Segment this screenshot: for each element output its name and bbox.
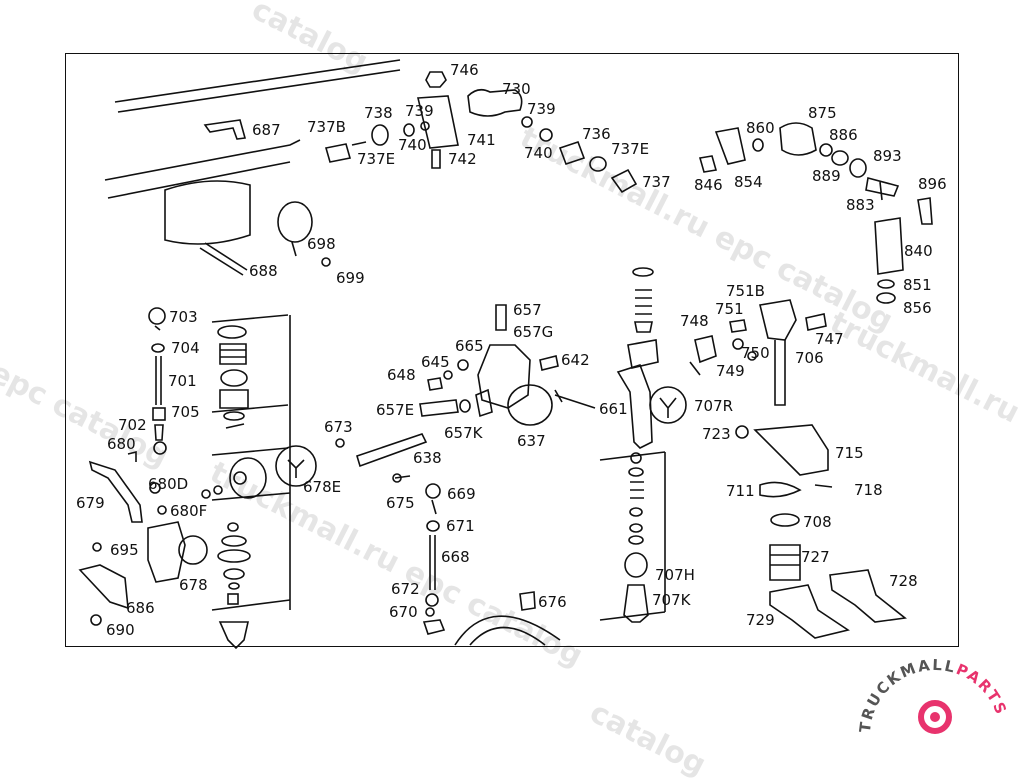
part-label: 665 <box>455 337 484 355</box>
part-label: 751B <box>726 282 765 300</box>
part-label: 739 <box>527 100 556 118</box>
truckmall-parts-logo: TRUCKMALLPARTS <box>856 656 1011 734</box>
part-label: 657 <box>513 301 542 319</box>
part-label: 675 <box>386 494 415 512</box>
part-label: 701 <box>168 372 197 390</box>
part-label: 671 <box>446 517 475 535</box>
part-label: 723 <box>702 425 731 443</box>
part-label: 680F <box>170 502 208 520</box>
part-label: 751 <box>715 300 744 318</box>
part-label: 705 <box>171 403 200 421</box>
part-label: 846 <box>694 176 723 194</box>
part-label: 678E <box>303 478 342 496</box>
part-label: 886 <box>829 126 858 144</box>
part-label: 706 <box>795 349 824 367</box>
part-label: 703 <box>169 308 198 326</box>
part-label: 657E <box>376 401 415 419</box>
part-label: 737B <box>307 118 346 136</box>
part-label: 707K <box>652 591 691 609</box>
part-label: 746 <box>450 61 479 79</box>
part-label: 728 <box>889 572 918 590</box>
part-label: 669 <box>447 485 476 503</box>
part-label: 680 <box>107 435 136 453</box>
part-label: 707H <box>655 566 695 584</box>
part-label: 679 <box>76 494 105 512</box>
part-label: 737E <box>357 150 396 168</box>
part-label: 688 <box>249 262 278 280</box>
part-label: 645 <box>421 353 450 371</box>
part-label: 670 <box>389 603 418 621</box>
part-label: 860 <box>746 119 775 137</box>
part-label: 680D <box>148 475 189 493</box>
part-label: 875 <box>808 104 837 122</box>
part-label: 708 <box>803 513 832 531</box>
part-label: 883 <box>846 196 875 214</box>
part-label: 676 <box>538 593 567 611</box>
part-label: 661 <box>599 400 628 418</box>
part-label: 711 <box>726 482 755 500</box>
part-label: 750 <box>741 344 770 362</box>
part-label: 730 <box>502 80 531 98</box>
part-label: 741 <box>467 131 496 149</box>
svg-text:TRUCKMALLPARTS: TRUCKMALLPARTS <box>856 656 1011 734</box>
parts-drawing <box>78 59 933 650</box>
part-label: 699 <box>336 269 365 287</box>
part-label: 740 <box>398 136 427 154</box>
part-label: 889 <box>812 167 841 185</box>
part-label: 672 <box>391 580 420 598</box>
part-label: 637 <box>517 432 546 450</box>
part-label: 673 <box>324 418 353 436</box>
part-label: 736 <box>582 125 611 143</box>
part-label: 657G <box>513 323 554 341</box>
part-label: 678 <box>179 576 208 594</box>
part-label: 840 <box>904 242 933 260</box>
part-label: 690 <box>106 621 135 639</box>
part-label: 729 <box>746 611 775 629</box>
part-label: 657K <box>444 424 483 442</box>
diagram-frame <box>65 53 959 647</box>
part-label: 687 <box>252 121 281 139</box>
part-label: 854 <box>734 173 763 191</box>
part-label: 851 <box>903 276 932 294</box>
part-label: 737 <box>642 173 671 191</box>
part-label: 695 <box>110 541 139 559</box>
part-label: 740 <box>524 144 553 162</box>
part-label: 747 <box>815 330 844 348</box>
part-label: 742 <box>448 150 477 168</box>
part-label: 715 <box>835 444 864 462</box>
part-label: 718 <box>854 481 883 499</box>
part-label: 686 <box>126 599 155 617</box>
part-label: 893 <box>873 147 902 165</box>
part-label: 738 <box>364 104 393 122</box>
part-label: 668 <box>441 548 470 566</box>
part-label: 702 <box>118 416 147 434</box>
part-label: 727 <box>801 548 830 566</box>
part-label: 739 <box>405 102 434 120</box>
part-label: 737E <box>611 140 650 158</box>
part-label: 856 <box>903 299 932 317</box>
part-label: 749 <box>716 362 745 380</box>
part-label: 704 <box>171 339 200 357</box>
part-label: 748 <box>680 312 709 330</box>
part-label: 698 <box>307 235 336 253</box>
part-label: 638 <box>413 449 442 467</box>
part-label: 707R <box>694 397 734 415</box>
part-label: 896 <box>918 175 947 193</box>
part-label: 648 <box>387 366 416 384</box>
part-label: 642 <box>561 351 590 369</box>
